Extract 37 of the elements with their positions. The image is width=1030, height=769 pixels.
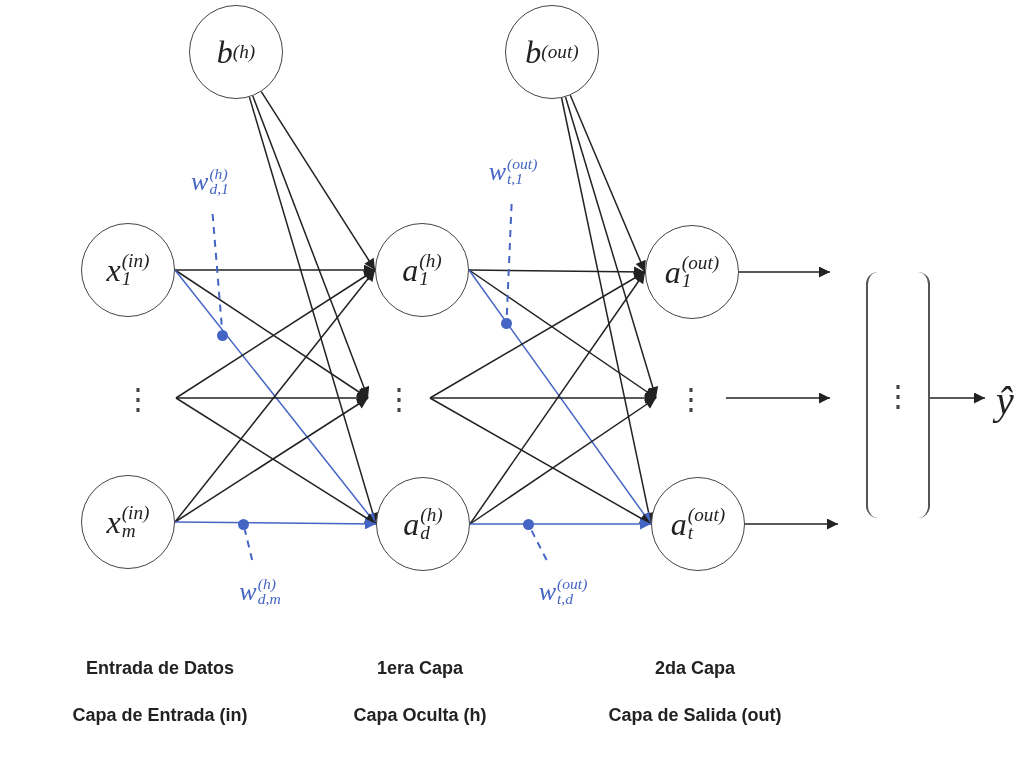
leader-line (243, 528, 254, 561)
arrow (429, 397, 652, 525)
weight-dot (238, 519, 249, 530)
layer-caption: Entrada de Datos (86, 658, 234, 679)
leader-line (530, 528, 548, 561)
arrow (252, 95, 370, 399)
weight-dot (501, 318, 512, 329)
arrow (174, 264, 376, 276)
arrow (564, 96, 659, 399)
arrow (429, 271, 646, 399)
arrow (468, 269, 657, 399)
arrow (469, 518, 652, 530)
ellipsis-dots: ⋮ (100, 360, 176, 436)
weight-dot (523, 519, 534, 530)
arrow (569, 94, 646, 273)
layer-caption: Capa de Entrada (in) (72, 705, 248, 726)
layer-caption: 1era Capa (376, 658, 464, 679)
neuron-circle: b$^{(out)}$ (505, 5, 599, 99)
arrow (429, 392, 657, 404)
layer-caption: Capa Oculta (h) (353, 705, 487, 726)
arrow (929, 392, 986, 404)
output-vector-bracket: ⋮ (866, 272, 930, 518)
arrow (469, 397, 657, 525)
arrow (174, 518, 377, 530)
ellipsis-dots: ⋮ (656, 360, 726, 436)
weight-dot (217, 330, 228, 341)
arrow (468, 266, 646, 278)
arrow (744, 518, 839, 530)
layer-caption: Capa de Salida (out) (608, 705, 782, 726)
arrow (725, 392, 831, 404)
neuron-circle: b$^{(h)}$ (189, 5, 283, 99)
layer-caption: 2da Capa (655, 658, 735, 679)
output-symbol: ŷ (985, 372, 1025, 428)
ellipsis-dots: ⋮ (368, 360, 430, 436)
arrow (175, 392, 369, 404)
arrow (738, 266, 831, 278)
arrow (260, 90, 376, 271)
